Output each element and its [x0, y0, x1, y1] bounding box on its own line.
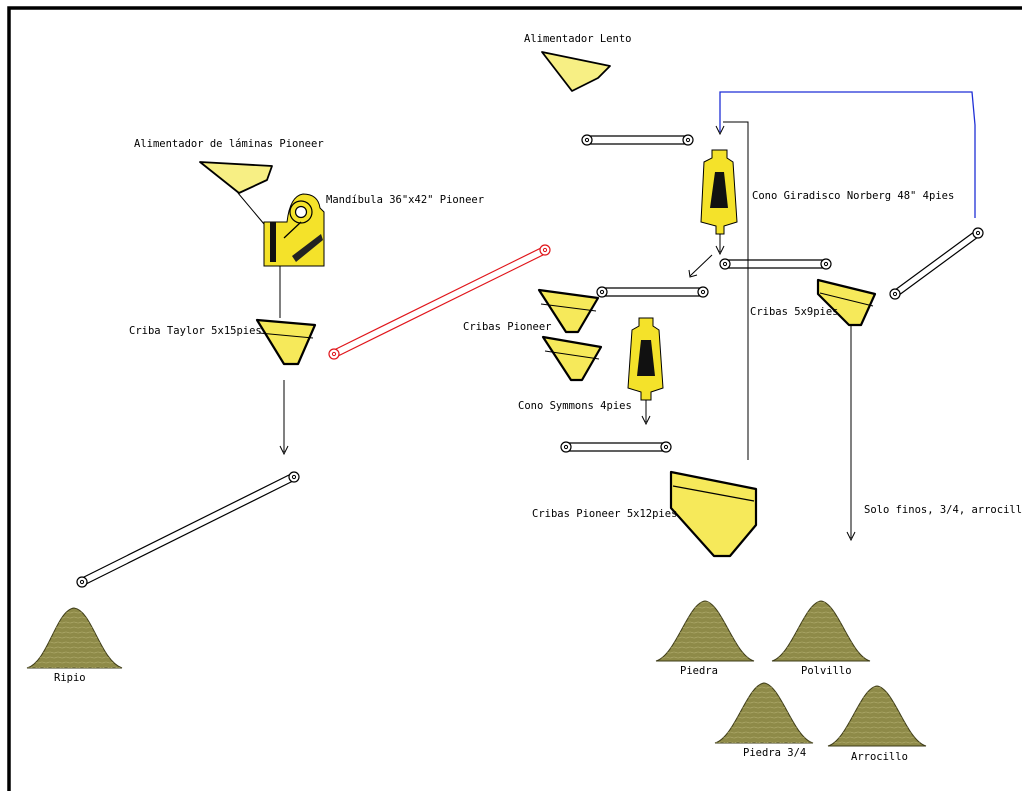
- screen-hopper-icon: [669, 470, 758, 558]
- belt-conveyor-icon: [581, 134, 694, 146]
- cone-crusher-icon: [700, 149, 738, 235]
- screen-hopper-icon: [255, 318, 317, 366]
- stockpile-icon: [714, 682, 814, 744]
- jaw-crusher-icon: [263, 193, 325, 267]
- stockpile-icon: [26, 607, 123, 669]
- label-cono-symmons: Cono Symmons 4pies: [518, 400, 632, 412]
- label-cribas-5x9: Cribas 5x9pies: [750, 306, 839, 318]
- belt-conveyor-icon: [889, 227, 984, 300]
- label-piedra-34: Piedra 3/4: [743, 747, 806, 759]
- label-cribas-pioneer-5x12: Cribas Pioneer 5x12pies: [532, 508, 677, 520]
- belt-conveyor-icon: [76, 471, 300, 588]
- label-piedra: Piedra: [680, 665, 718, 677]
- feeder-hopper-icon: [199, 161, 273, 194]
- label-nota-salida: Solo finos, 3/4, arrocillo, p: [864, 504, 1022, 516]
- label-mandibula: Mandíbula 36"x42" Pioneer: [326, 194, 484, 206]
- screen-hopper-icon: [541, 335, 603, 382]
- drawing-frame: [7, 6, 1022, 791]
- screen-hopper-icon: [537, 288, 600, 334]
- label-alimentador-lento: Alimentador Lento: [524, 33, 631, 45]
- stockpile-icon: [771, 600, 871, 662]
- feeder-hopper-icon: [541, 51, 611, 92]
- belt-conveyor-icon: [596, 286, 709, 298]
- label-alimentador-laminas: Alimentador de láminas Pioneer: [134, 138, 324, 150]
- screen-hopper-icon: [816, 278, 877, 327]
- label-polvillo: Polvillo: [801, 665, 852, 677]
- stockpile-icon: [827, 685, 927, 747]
- belt-conveyor-icon: [719, 258, 832, 270]
- cone-crusher-icon: [627, 317, 664, 401]
- stockpile-icon: [655, 600, 755, 662]
- belt-conveyor-icon: [560, 441, 672, 453]
- label-criba-taylor: Criba Taylor 5x15pies: [129, 325, 262, 337]
- label-cono-giradisco: Cono Giradisco Norberg 48" 4pies: [752, 190, 954, 202]
- label-cribas-pioneer: Cribas Pioneer: [463, 321, 552, 333]
- label-ripio: Ripio: [54, 672, 86, 684]
- recirculation-line: [719, 91, 976, 218]
- belt-conveyor-icon: [328, 244, 551, 360]
- label-arrocillo: Arrocillo: [851, 751, 908, 763]
